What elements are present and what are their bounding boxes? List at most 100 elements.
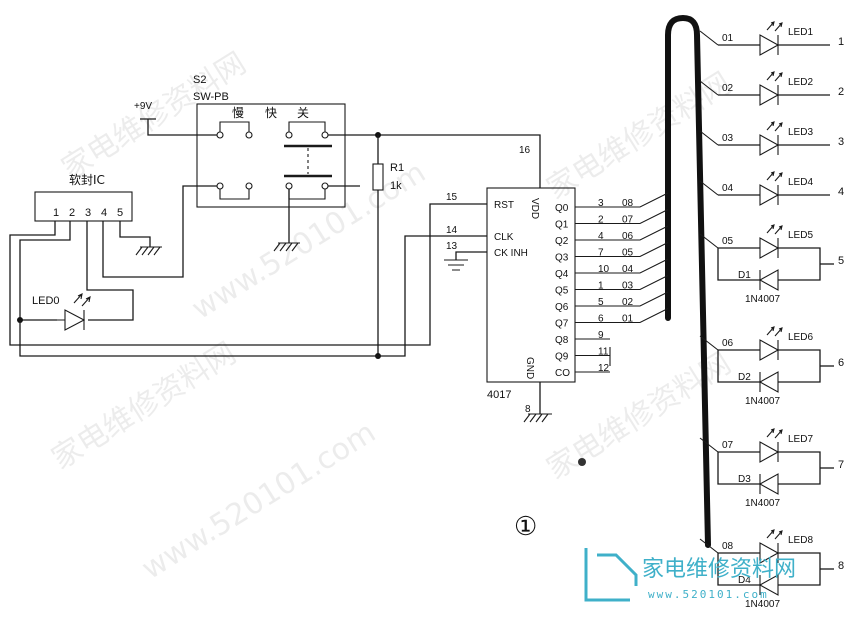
ic-output-net: 02 — [622, 297, 634, 308]
led-light-arrows — [766, 171, 783, 182]
diode-part: 1N4007 — [745, 294, 780, 305]
bus-wire — [575, 242, 669, 258]
ic-output-q5: Q5 — [555, 286, 569, 297]
output-number: 2 — [838, 86, 844, 98]
output-number: 4 — [838, 186, 844, 198]
led-light-arrows — [766, 224, 783, 235]
ic-output-net: 07 — [622, 215, 634, 226]
ic-pin-rst: RST — [494, 200, 514, 211]
diode-symbol — [758, 371, 779, 393]
ic-output-net: 08 — [622, 198, 634, 209]
ic-output-co: CO — [555, 368, 570, 379]
led-net-label: 03 — [722, 133, 734, 144]
led-symbol — [759, 237, 780, 259]
switch-label-off: 关 — [297, 106, 309, 120]
ic-output-q2: Q2 — [555, 236, 569, 247]
bus-tap — [699, 335, 719, 351]
logo-text: 家电维修资料网 — [642, 557, 796, 582]
diode-part: 1N4007 — [745, 498, 780, 509]
soft-ic-pin-1: 1 — [53, 207, 59, 219]
ic-output-net: 04 — [622, 264, 634, 275]
ic-output-net: 06 — [622, 231, 634, 242]
switch-label-slow: 慢 — [232, 106, 244, 120]
logo-url: www.520101.com — [648, 588, 769, 601]
led-label: LED4 — [788, 177, 813, 188]
resistor-r1: R1 1k — [372, 135, 404, 356]
diode-wire — [717, 452, 760, 485]
diode-symbol — [758, 574, 779, 596]
ic-pin-clk: CLK — [494, 232, 514, 243]
led-light-arrows — [766, 326, 783, 337]
led-label: LED3 — [788, 127, 813, 138]
diode-wire — [717, 350, 760, 383]
ic-output-q6: Q6 — [555, 302, 569, 313]
ic-gnd-label: GND — [524, 357, 535, 379]
bus-tap — [699, 233, 719, 249]
switch-type: SW-PB — [193, 91, 229, 103]
bus-tap — [699, 130, 719, 146]
bus-tap — [699, 80, 719, 96]
led-symbol — [759, 441, 780, 463]
led-light-arrows — [766, 21, 783, 32]
diode-part: 1N4007 — [745, 599, 780, 610]
ic-output-pin-number: 4 — [598, 231, 604, 242]
resistor-value: 1k — [390, 180, 402, 192]
clk-pin-number: 14 — [446, 225, 458, 236]
led-output-wire — [778, 247, 821, 281]
output-number: 6 — [838, 357, 844, 369]
ic-output-pin-number: 3 — [598, 198, 604, 209]
gnd-pin-number: 8 — [525, 404, 531, 415]
output-number: 5 — [838, 255, 844, 267]
soft-ic-pin-2: 2 — [69, 207, 75, 219]
watermark-layer: 家电维修资料网 www.520101.com 家电维修资料网 家电维修资料网 w… — [46, 46, 738, 587]
bus-tap — [699, 538, 719, 554]
diode-ref: D3 — [738, 474, 751, 485]
ic-output-q1: Q1 — [555, 220, 569, 231]
ic-vdd-label: VDD — [529, 198, 540, 219]
ic-output-q4: Q4 — [555, 269, 569, 280]
led-net-label: 02 — [722, 83, 734, 94]
led-light-arrows — [766, 121, 783, 132]
ic-output-pin-number: 2 — [598, 215, 604, 226]
led-light-arrows — [766, 71, 783, 82]
diode-wire — [717, 553, 760, 586]
diode-part: 1N4007 — [745, 396, 780, 407]
ic-part-label: 4017 — [487, 389, 511, 401]
switch-label-fast: 快 — [265, 106, 277, 120]
led-light-arrows — [766, 428, 783, 439]
led-symbol — [759, 84, 780, 106]
led-net-label: 06 — [722, 338, 734, 349]
soft-ic-pin-4: 4 — [101, 207, 107, 219]
ic-output-pin-number: 6 — [598, 314, 604, 325]
switch-body — [196, 103, 346, 208]
ink-dot — [578, 458, 586, 466]
led-label: LED8 — [788, 535, 813, 546]
diode-ref: D1 — [738, 270, 751, 281]
bus-tap — [699, 437, 719, 453]
ic-output-net: 05 — [622, 248, 634, 259]
led-output-wire — [778, 451, 821, 485]
ic-output-net: 03 — [622, 281, 634, 292]
ic-output-q8: Q8 — [555, 335, 569, 346]
diode-wire — [717, 248, 760, 281]
ic-output-pin-number: 10 — [598, 264, 610, 275]
ic-output-pin-number: 7 — [598, 248, 604, 259]
soft-ic: 软封IC 1 2 3 4 5 — [34, 173, 133, 222]
ic-output-q0: Q0 — [555, 203, 569, 214]
figure-number: ① — [514, 512, 537, 542]
bus-wire — [575, 209, 669, 225]
led-symbol — [759, 339, 780, 361]
output-bus — [665, 14, 711, 548]
bus-tap — [699, 30, 719, 46]
led-net-label: 05 — [722, 236, 734, 247]
bus-tap — [699, 180, 719, 196]
ic-output-pin-number: 5 — [598, 297, 604, 308]
soft-ic-pin-3: 3 — [85, 207, 91, 219]
rst-pin-number: 15 — [446, 192, 458, 203]
